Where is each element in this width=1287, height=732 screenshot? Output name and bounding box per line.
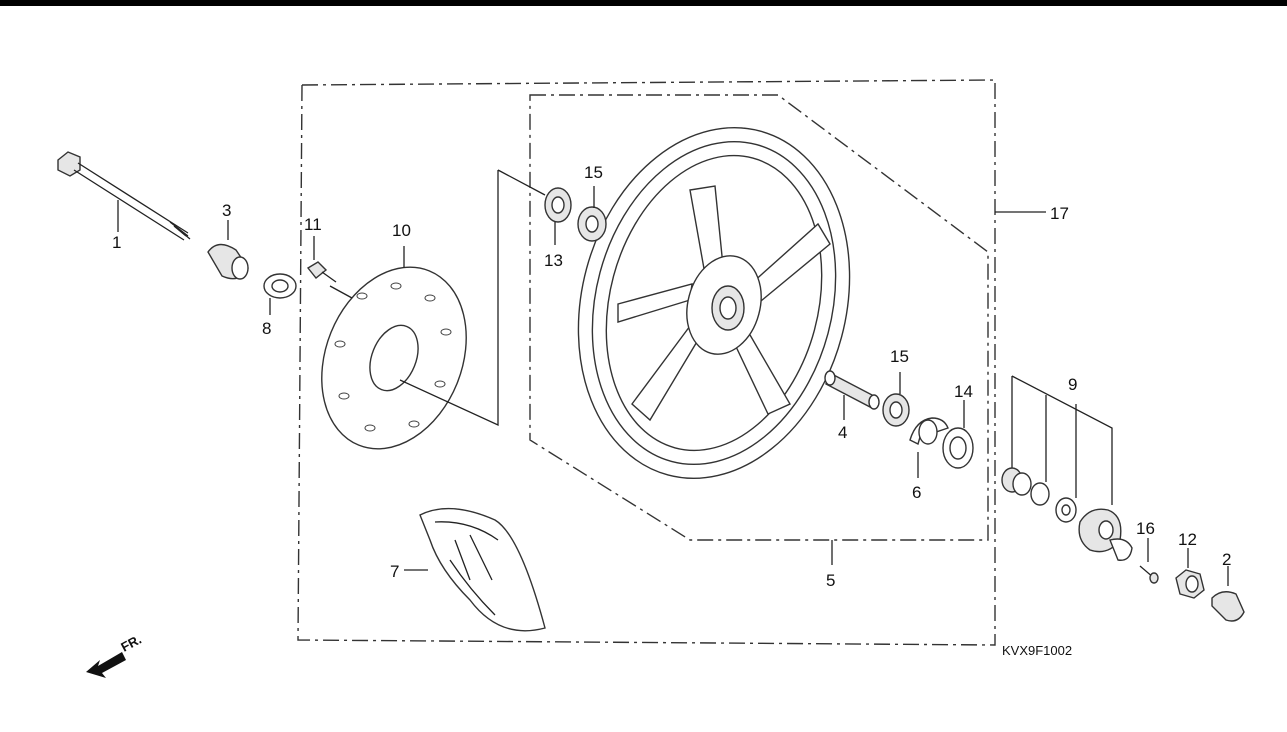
callout-16: 16 — [1136, 519, 1155, 538]
axle-nut-part — [1175, 548, 1205, 599]
callout-17: 17 — [1050, 204, 1069, 223]
collar-part — [207, 220, 249, 280]
disk-bolt-part — [306, 236, 337, 283]
tire-part — [404, 507, 546, 632]
top-border — [0, 0, 1287, 6]
callout-14: 14 — [954, 382, 973, 401]
front-arrow-icon — [86, 652, 126, 678]
callout-8: 8 — [262, 319, 271, 338]
callout-3: 3 — [222, 201, 231, 220]
cap-nut-part — [1211, 566, 1245, 622]
callout-10: 10 — [392, 221, 411, 240]
assembly-outline — [297, 79, 996, 646]
wheel-subassembly-outline — [529, 94, 989, 541]
callout-15-lower: 15 — [890, 347, 909, 366]
side-washer-part — [263, 273, 297, 315]
callout-6: 6 — [912, 483, 921, 502]
axle-bolt-part — [57, 151, 191, 241]
upper-bearings-part — [544, 186, 607, 245]
callout-12: 12 — [1178, 530, 1197, 549]
gear-retainer-part — [909, 417, 949, 478]
front-direction-marker: FR. — [86, 632, 144, 678]
front-marker-label: FR. — [118, 632, 144, 655]
callout-9: 9 — [1068, 375, 1077, 394]
brake-disk-part — [321, 246, 467, 450]
callout-11: 11 — [304, 215, 322, 234]
screw-part — [1139, 538, 1159, 584]
bearing-leader — [399, 169, 546, 427]
callout-2: 2 — [1222, 550, 1231, 569]
gearbox-kit-part — [1001, 375, 1133, 561]
wheel-rim-part — [577, 127, 851, 565]
dust-seal-part — [942, 400, 974, 469]
callout-4: 4 — [838, 423, 847, 442]
callout-13: 13 — [544, 251, 563, 270]
distance-collar-part — [824, 370, 880, 420]
lower-bearing-part — [882, 372, 910, 427]
figure-code: KVX9F1002 — [1002, 643, 1072, 658]
callout-15-upper: 15 — [584, 163, 603, 182]
callout-7: 7 — [390, 562, 399, 581]
callout-1: 1 — [112, 233, 121, 252]
callout-5: 5 — [826, 571, 835, 590]
